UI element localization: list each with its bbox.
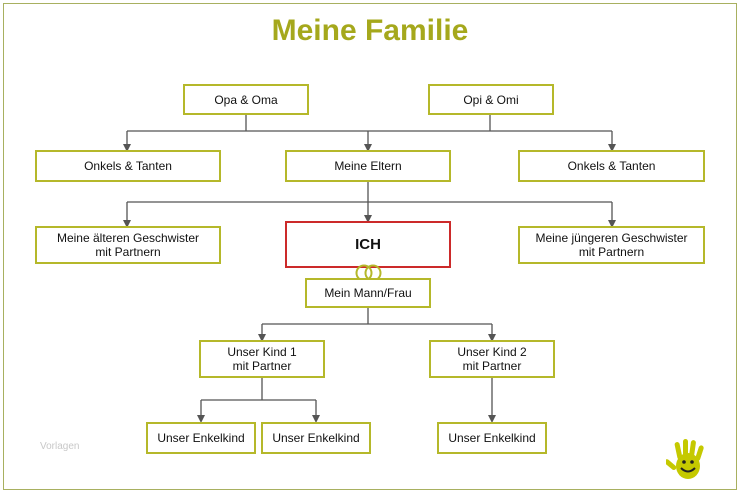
node-label-line2: mit Partner — [462, 359, 522, 373]
node-label-line1: Unser Kind 1 — [227, 345, 297, 359]
node-label-line1: Meine jüngeren Geschwister — [535, 231, 688, 245]
hand-logo-icon — [666, 439, 704, 479]
node-kind-2: Unser Kind 2 mit Partner — [429, 340, 555, 378]
node-enkelkind-2: Unser Enkelkind — [261, 422, 371, 454]
watermark-text: Vorlagen — [40, 441, 80, 452]
node-label: Onkels & Tanten — [84, 159, 172, 173]
node-label: Opi & Omi — [463, 92, 519, 107]
node-enkelkind-3: Unser Enkelkind — [437, 422, 547, 454]
node-label-line2: mit Partnern — [578, 245, 645, 259]
node-label: Opa & Oma — [214, 92, 278, 107]
node-opi-omi: Opi & Omi — [428, 84, 554, 115]
node-label: Mein Mann/Frau — [324, 286, 412, 300]
node-label: Unser Enkelkind — [272, 431, 360, 445]
node-label: Unser Enkelkind — [157, 431, 245, 445]
node-meine-eltern: Meine Eltern — [285, 150, 451, 182]
node-onkels-tanten-left: Onkels & Tanten — [35, 150, 221, 182]
node-kind-1: Unser Kind 1 mit Partner — [199, 340, 325, 378]
node-enkelkind-1: Unser Enkelkind — [146, 422, 256, 454]
node-juengere-geschwister: Meine jüngeren Geschwister mit Partnern — [518, 226, 705, 264]
node-label-line2: mit Partnern — [95, 245, 161, 259]
node-label-line2: mit Partner — [232, 359, 292, 373]
node-onkels-tanten-right: Onkels & Tanten — [518, 150, 705, 182]
node-ich: ICH — [285, 221, 451, 268]
node-opa-oma: Opa & Oma — [183, 84, 309, 115]
page-title: Meine Familie — [271, 14, 469, 47]
node-aeltere-geschwister: Meine älteren Geschwister mit Partnern — [35, 226, 221, 264]
node-label-line1: Meine älteren Geschwister — [56, 231, 200, 245]
node-label: Meine Eltern — [334, 159, 402, 173]
node-label: Onkels & Tanten — [567, 159, 656, 173]
node-label: Unser Enkelkind — [448, 431, 536, 445]
node-label: ICH — [355, 235, 381, 253]
node-label-line1: Unser Kind 2 — [457, 345, 527, 359]
node-mann-frau: Mein Mann/Frau — [305, 278, 431, 308]
